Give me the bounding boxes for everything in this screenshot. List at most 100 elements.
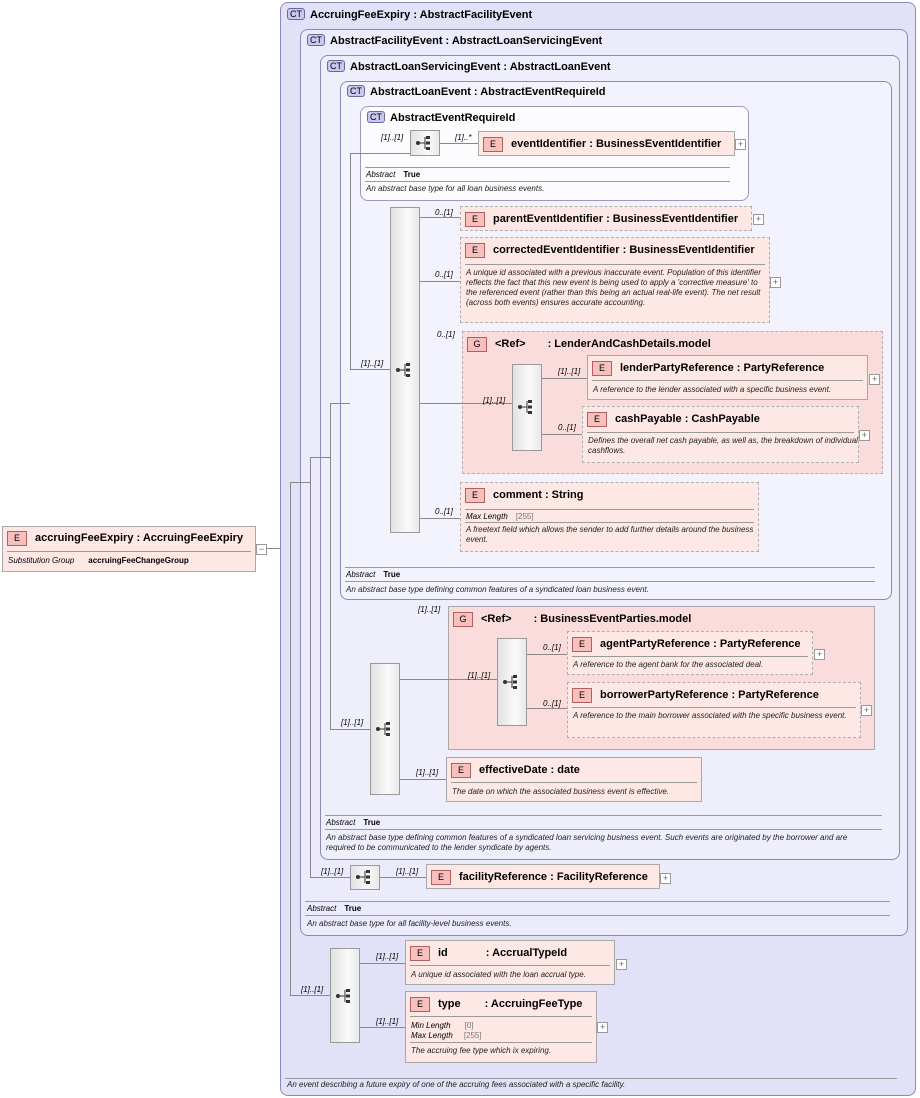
comment-facet-val: [255] xyxy=(515,512,534,521)
expand-cashPayable[interactable]: + xyxy=(859,430,870,441)
element-badge: E xyxy=(465,243,485,258)
ct-afe-title-text: AccruingFeeExpiry : AbstractFacilityEven… xyxy=(310,9,533,21)
ct-alse-title-text: AbstractLoanServicingEvent : AbstractLoa… xyxy=(350,61,611,73)
correctedEventIdentifier-title-text: correctedEventIdentifier : BusinessEvent… xyxy=(493,244,755,256)
expand-borrowerPartyReference[interactable]: + xyxy=(861,705,872,716)
group-badge: G xyxy=(467,337,487,352)
ct-ale-doc: An abstract base type defining common fe… xyxy=(346,585,649,594)
aer-seq-card: [1]..[1] xyxy=(381,133,404,142)
alse-abstract-val: True xyxy=(363,818,381,827)
afev-abstract-key: Abstract xyxy=(307,904,337,913)
cashPayable-doc: Defines the overall net cash payable, as… xyxy=(588,436,858,455)
lender-group-ref: <Ref> xyxy=(495,338,526,350)
type-max-val: [255] xyxy=(463,1031,482,1040)
afev-abstract-val: True xyxy=(344,904,362,913)
expand-parentEventIdentifier[interactable]: + xyxy=(753,214,764,225)
borrowerPartyReference-title-text: borrowerPartyReference : PartyReference xyxy=(600,689,819,701)
type-type: : AccruingFeeType xyxy=(484,998,583,1010)
ct-afe-doc: An event describing a future expiry of o… xyxy=(287,1080,626,1089)
effectiveDate-card: [1]..[1] xyxy=(416,768,439,777)
sequence-icon xyxy=(336,989,350,1003)
ct-badge: CT xyxy=(327,60,345,72)
expand-type[interactable]: + xyxy=(597,1022,608,1033)
id-card: [1]..[1] xyxy=(376,952,399,961)
eventIdentifier-title-text: eventIdentifier : BusinessEventIdentifie… xyxy=(511,138,722,150)
parties-group-title: G<Ref>: BusinessEventParties.model xyxy=(453,612,691,627)
element-badge: E xyxy=(465,488,485,503)
cashPayable-title-text: cashPayable : CashPayable xyxy=(615,413,760,425)
expand-id[interactable]: + xyxy=(616,959,627,970)
element-badge: E xyxy=(572,637,592,652)
afe-seq-card: [1]..[1] xyxy=(301,985,324,994)
ct-aer-title: CT AbstractEventRequireId xyxy=(367,111,515,124)
effectiveDate-title-text: effectiveDate : date xyxy=(479,764,580,776)
type-min-key: Min Length xyxy=(411,1021,451,1030)
agentPartyReference-title-text: agentPartyReference : PartyReference xyxy=(600,638,801,650)
element-badge: E xyxy=(587,412,607,427)
expand-facilityReference[interactable]: + xyxy=(660,873,671,884)
id-doc: A unique id associated with the loan acc… xyxy=(411,970,586,979)
ct-aer-title-text: AbstractEventRequireId xyxy=(390,112,516,124)
lenderPartyReference-doc: A reference to the lender associated wit… xyxy=(593,385,832,394)
ct-afe-title: CT AccruingFeeExpiry : AbstractFacilityEv… xyxy=(287,8,532,21)
sequence-parties[interactable] xyxy=(497,638,527,726)
cashPayable-card: 0..[1] xyxy=(558,423,576,432)
alse-abstract-key: Abstract xyxy=(326,818,356,827)
ct-afev-doc: An abstract base type for all facility-l… xyxy=(307,919,512,928)
sequence-icon xyxy=(416,136,430,150)
sequence-icon xyxy=(518,400,532,414)
borrowerPartyReference-doc: A reference to the main borrower associa… xyxy=(573,711,847,720)
element-badge: E xyxy=(7,531,27,546)
lender-group-title: G<Ref>: LenderAndCashDetails.model xyxy=(467,337,711,352)
lender-group-card: 0..[1] xyxy=(437,330,455,339)
agentPartyReference-card: 0..[1] xyxy=(543,643,561,652)
correctedEventIdentifier-doc: A unique id associated with a previous i… xyxy=(466,268,761,307)
ct-badge: CT xyxy=(307,34,325,46)
element-badge: E xyxy=(465,212,485,227)
ct-badge: CT xyxy=(367,111,385,123)
element-badge: E xyxy=(451,763,471,778)
element-badge: E xyxy=(410,946,430,961)
comment-title-text: comment : String xyxy=(493,489,584,501)
expand-agentPartyReference[interactable]: + xyxy=(814,649,825,660)
element-badge: E xyxy=(483,137,503,152)
parties-seq-card: [1]..[1] xyxy=(468,671,491,680)
sequence-aer[interactable] xyxy=(410,130,440,156)
borrowerPartyReference-card: 0..[1] xyxy=(543,699,561,708)
expand-eventIdentifier[interactable]: + xyxy=(735,139,746,150)
type-name: type xyxy=(438,998,461,1010)
expand-correctedEventIdentifier[interactable]: + xyxy=(770,277,781,288)
ct-aer-doc: An abstract base type for all loan busin… xyxy=(366,184,545,193)
ct-badge: CT xyxy=(287,8,305,20)
expand-root-toggle[interactable]: − xyxy=(256,544,267,555)
lender-seq-card: [1]..[1] xyxy=(483,396,506,405)
root-type: AccruingFeeExpiry xyxy=(142,532,244,544)
expand-lenderPartyReference[interactable]: + xyxy=(869,374,880,385)
facilityReference-title-text: facilityReference : FacilityReference xyxy=(459,871,648,883)
type-doc: The accruing fee type which ix expiring. xyxy=(411,1046,552,1055)
afev-seq-card: [1]..[1] xyxy=(321,867,344,876)
sequence-afev[interactable] xyxy=(350,865,380,890)
